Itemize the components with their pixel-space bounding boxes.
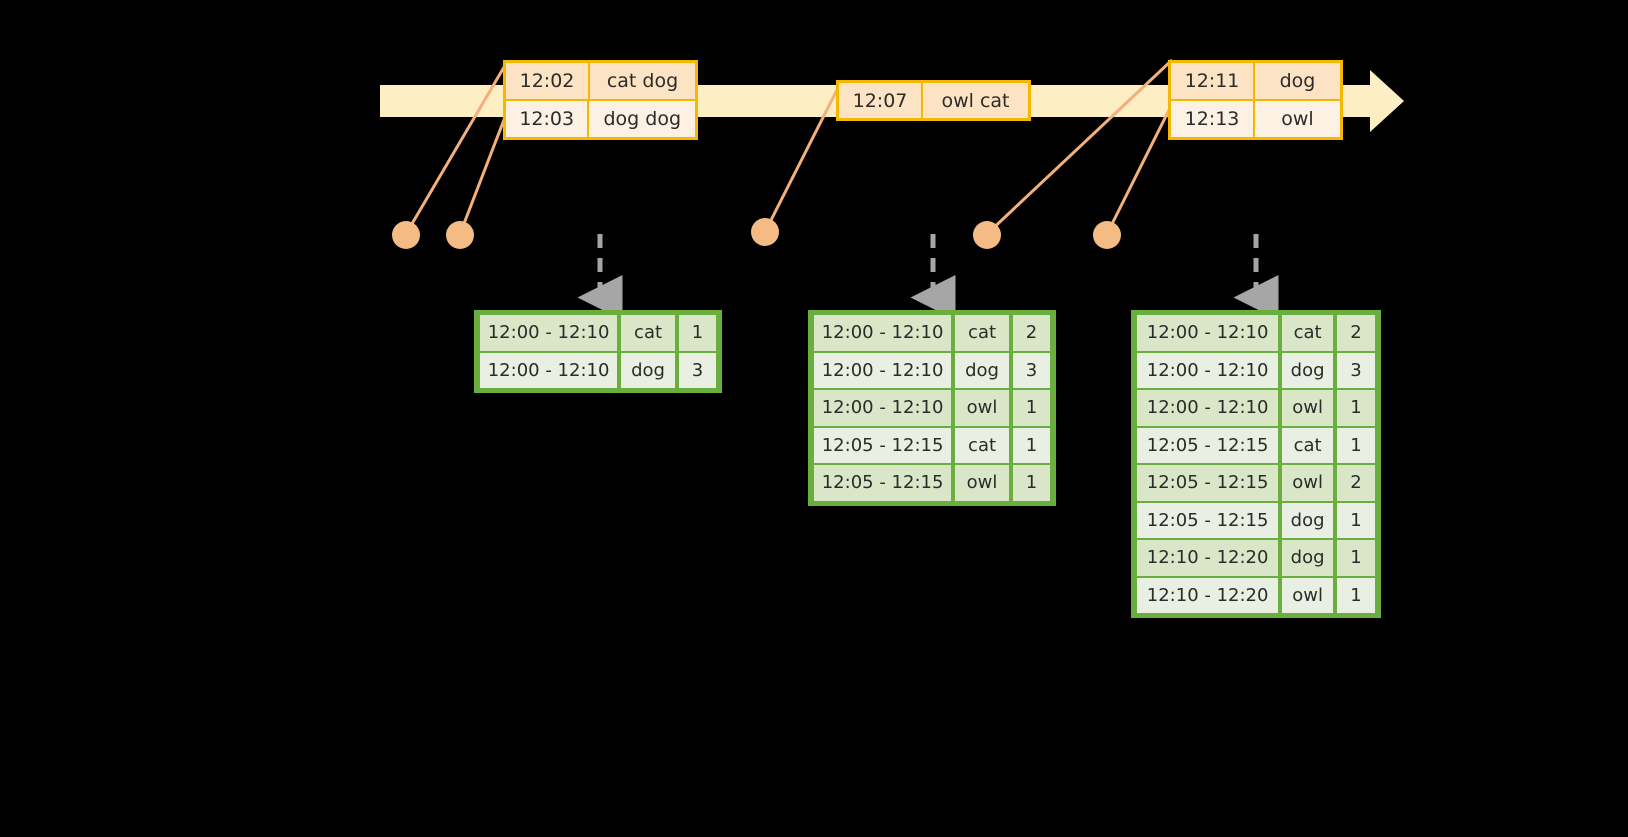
table-cell-window: 12:05 - 12:15 <box>1135 501 1281 539</box>
event-row[interactable]: 12:13 owl <box>1171 99 1340 137</box>
table-cell-count: 1 <box>1334 426 1377 464</box>
event-words: dog <box>1279 70 1316 92</box>
table-cell-window: 12:00 - 12:10 <box>812 351 954 389</box>
event-group-2[interactable]: 12:07 owl cat <box>836 80 1031 121</box>
connector-line-5 <box>1105 103 1174 235</box>
table-cell-window: 12:10 - 12:20 <box>1135 539 1281 577</box>
event-words: owl cat <box>941 89 1010 112</box>
table-cell-word: cat <box>953 314 1011 352</box>
event-dot-4 <box>973 221 1001 249</box>
table-cell-count: 1 <box>1334 539 1377 577</box>
table-cell-count: 3 <box>676 351 718 389</box>
table-cell-window: 12:05 - 12:15 <box>1135 464 1281 502</box>
event-words: owl <box>1281 108 1314 130</box>
table-cell-count: 1 <box>1334 389 1377 427</box>
event-words: dog dog <box>603 108 681 130</box>
event-time: 12:07 <box>839 83 923 118</box>
table-cell-count: 1 <box>676 314 718 352</box>
table-cell-word: owl <box>1280 576 1335 614</box>
table-cell-word: cat <box>619 314 677 352</box>
table-cell-word: dog <box>1280 351 1335 389</box>
event-row[interactable]: 12:02 cat dog <box>506 63 695 99</box>
table-cell-word: dog <box>1280 539 1335 577</box>
event-group-3[interactable]: 12:11 dog 12:13 owl <box>1168 60 1343 140</box>
table-cell-window: 12:00 - 12:10 <box>812 389 954 427</box>
table-cell-count: 2 <box>1010 314 1052 352</box>
event-time: 12:11 <box>1171 63 1255 99</box>
table-cell-count: 3 <box>1334 351 1377 389</box>
event-time: 12:13 <box>1171 101 1255 137</box>
table-cell-count: 1 <box>1010 464 1052 502</box>
table-cell-window: 12:00 - 12:10 <box>1135 314 1281 352</box>
event-words: cat dog <box>606 70 679 92</box>
event-row[interactable]: 12:03 dog dog <box>506 99 695 137</box>
event-group-1[interactable]: 12:02 cat dog 12:03 dog dog <box>503 60 698 140</box>
table-cell-count: 2 <box>1334 314 1377 352</box>
table-cell-window: 12:00 - 12:10 <box>812 314 954 352</box>
table-cell-word: dog <box>953 351 1011 389</box>
table-cell-window: 12:00 - 12:10 <box>478 314 620 352</box>
table-cell-count: 1 <box>1334 576 1377 614</box>
table-cell-count: 1 <box>1010 426 1052 464</box>
table-cell-word: owl <box>1280 389 1335 427</box>
connector-line-2 <box>458 111 509 235</box>
table-cell-word: dog <box>619 351 677 389</box>
event-time: 12:03 <box>506 101 590 137</box>
table-cell-word: cat <box>1280 314 1335 352</box>
table-cell-window: 12:00 - 12:10 <box>1135 351 1281 389</box>
table-cell-word: owl <box>953 389 1011 427</box>
table-cell-window: 12:05 - 12:15 <box>1135 426 1281 464</box>
table-cell-window: 12:00 - 12:10 <box>1135 389 1281 427</box>
event-dot-3 <box>751 218 779 246</box>
table-cell-count: 2 <box>1334 464 1377 502</box>
table-cell-word: owl <box>953 464 1011 502</box>
table-cell-count: 1 <box>1010 389 1052 427</box>
event-row[interactable]: 12:07 owl cat <box>839 83 1028 118</box>
table-cell-count: 3 <box>1010 351 1052 389</box>
event-dot-1 <box>392 221 420 249</box>
event-dot-2 <box>446 221 474 249</box>
table-cell-window: 12:05 - 12:15 <box>812 426 954 464</box>
event-time: 12:02 <box>506 63 590 99</box>
event-row[interactable]: 12:11 dog <box>1171 63 1340 99</box>
table-cell-word: owl <box>1280 464 1335 502</box>
table-cell-window: 12:00 - 12:10 <box>478 351 620 389</box>
event-dot-5 <box>1093 221 1121 249</box>
table-cell-word: dog <box>1280 501 1335 539</box>
table-cell-window: 12:05 - 12:15 <box>812 464 954 502</box>
table-cell-window: 12:10 - 12:20 <box>1135 576 1281 614</box>
table-cell-word: cat <box>953 426 1011 464</box>
table-cell-word: cat <box>1280 426 1335 464</box>
table-cell-count: 1 <box>1334 501 1377 539</box>
